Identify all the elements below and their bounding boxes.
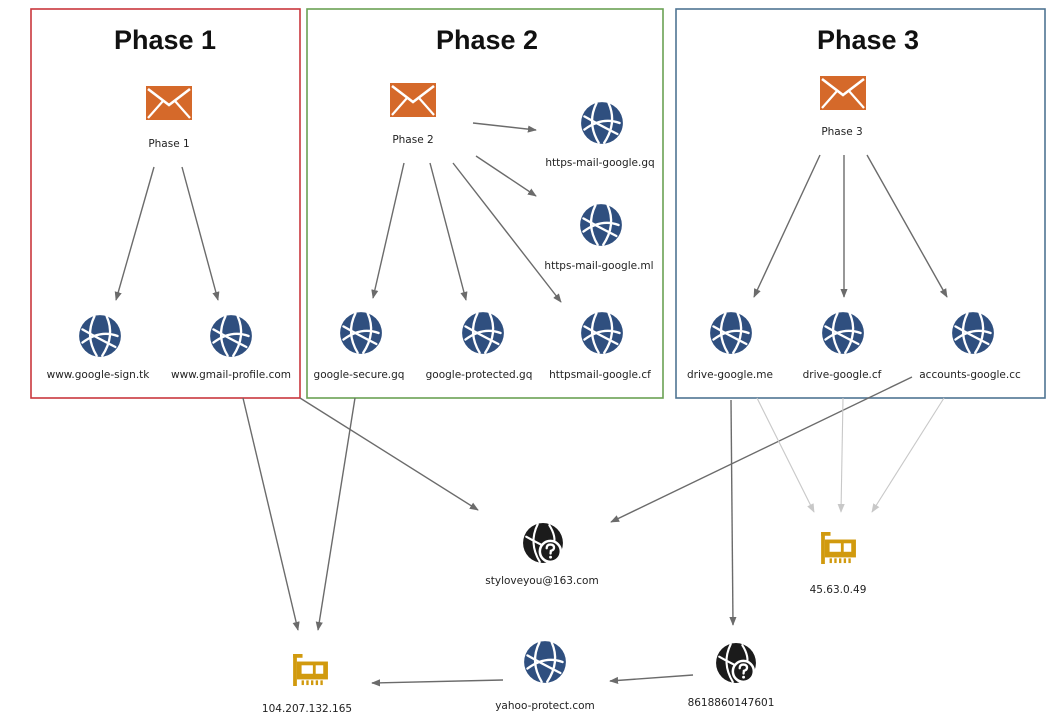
globe-icon bbox=[580, 311, 624, 355]
node-label: www.google-sign.tk bbox=[47, 369, 151, 381]
edge-d_accounts_cc-to-ip_45 bbox=[871, 397, 945, 513]
edge-d_drive_cf-to-ip_45 bbox=[837, 397, 845, 513]
globe-icon bbox=[821, 311, 865, 355]
node-google-secure-gq[interactable]: google-secure.gq bbox=[314, 311, 405, 381]
node-label: drive-google.cf bbox=[803, 369, 882, 381]
node-8618860147601[interactable]: 8618860147601 bbox=[688, 642, 775, 709]
node-label: styloveyou@163.com bbox=[485, 575, 598, 587]
phase-1-title: Phase 1 bbox=[114, 25, 216, 55]
edge-d_drive_me-to-reg_phone bbox=[729, 399, 737, 626]
node-styloveyou-163-com[interactable]: styloveyou@163.com bbox=[485, 522, 599, 587]
node-label: Phase 2 bbox=[392, 134, 433, 146]
edge-d_google_secure-to-ip_104 bbox=[315, 397, 356, 631]
node-google-protected-gq[interactable]: google-protected.gq bbox=[426, 311, 533, 381]
edge-email3-to-d_accounts_cc bbox=[866, 154, 948, 298]
node-accounts-google-cc[interactable]: accounts-google.cc bbox=[919, 311, 1021, 381]
node-email-phase-2[interactable]: Phase 2 bbox=[390, 83, 436, 146]
node-label: yahoo-protect.com bbox=[495, 700, 595, 712]
email-icon bbox=[146, 86, 192, 120]
ip-address-icon bbox=[293, 654, 328, 686]
edge-email3-to-d_drive_me bbox=[753, 154, 821, 298]
email-icon bbox=[820, 76, 866, 110]
node-email-phase-1[interactable]: Phase 1 bbox=[146, 86, 192, 150]
phase-3-box bbox=[675, 8, 1046, 399]
globe-icon bbox=[709, 311, 753, 355]
node-label: https-mail-google.gq bbox=[545, 157, 654, 169]
node-label: 104.207.132.165 bbox=[262, 703, 352, 715]
edge-d_yahoo-to-ip_104 bbox=[371, 679, 504, 687]
edge-d_gmail_profile-to-ip_104 bbox=[242, 397, 300, 631]
node-label: https-mail-google.ml bbox=[544, 260, 653, 272]
node-label: httpsmail-google.cf bbox=[549, 369, 651, 381]
node-label: www.gmail-profile.com bbox=[171, 369, 291, 381]
node-https-mail-google-ml[interactable]: https-mail-google.ml bbox=[544, 203, 654, 272]
email-icon bbox=[390, 83, 436, 117]
globe-icon bbox=[209, 314, 253, 358]
node-label: 8618860147601 bbox=[688, 697, 775, 709]
edge-email2-to-d_httpsmail_cf bbox=[452, 162, 562, 303]
node-label: google-secure.gq bbox=[314, 369, 405, 381]
node-label: Phase 3 bbox=[821, 126, 862, 138]
node-https-mail-google-gq[interactable]: https-mail-google.gq bbox=[545, 101, 655, 169]
node-label: 45.63.0.49 bbox=[810, 584, 867, 596]
edge-email2-to-d_google_secure bbox=[371, 162, 405, 299]
node-drive-google-me[interactable]: drive-google.me bbox=[687, 311, 773, 381]
node-drive-google-cf[interactable]: drive-google.cf bbox=[803, 311, 882, 381]
globe-icon bbox=[951, 311, 995, 355]
globe-icon bbox=[580, 101, 624, 145]
phase-2-box bbox=[306, 8, 664, 399]
phase-2-title: Phase 2 bbox=[436, 25, 538, 55]
phase-1-box bbox=[30, 8, 301, 399]
globe-icon bbox=[339, 311, 383, 355]
globe-icon bbox=[78, 314, 122, 358]
edge-reg_phone-to-d_yahoo bbox=[609, 674, 694, 685]
globe-icon bbox=[579, 203, 623, 247]
registrant-unknown-icon bbox=[715, 642, 757, 684]
node-yahoo-protect-com[interactable]: yahoo-protect.com bbox=[495, 640, 595, 712]
node-ip-104-207-132-165[interactable]: 104.207.132.165 bbox=[262, 654, 352, 715]
node-label: drive-google.me bbox=[687, 369, 773, 381]
phase-3-title: Phase 3 bbox=[817, 25, 919, 55]
ip-address-icon bbox=[821, 532, 856, 564]
node-label: Phase 1 bbox=[148, 138, 189, 150]
edge-d_accounts_cc-to-reg_email bbox=[610, 376, 913, 523]
node-label: google-protected.gq bbox=[426, 369, 533, 381]
edge-d_gmail_profile-to-reg_email bbox=[299, 397, 479, 511]
node-label: accounts-google.cc bbox=[919, 369, 1021, 381]
node-www-gmail-profile-com[interactable]: www.gmail-profile.com bbox=[171, 314, 291, 381]
node-email-phase-3[interactable]: Phase 3 bbox=[820, 76, 866, 138]
node-www-google-sign-tk[interactable]: www.google-sign.tk bbox=[47, 314, 151, 381]
globe-icon bbox=[461, 311, 505, 355]
globe-icon bbox=[523, 640, 567, 684]
node-httpsmail-google-cf[interactable]: httpsmail-google.cf bbox=[549, 311, 651, 381]
registrant-unknown-icon bbox=[522, 522, 564, 564]
edge-email1-to-d_google_sign bbox=[114, 166, 155, 301]
node-ip-45-63-0-49[interactable]: 45.63.0.49 bbox=[810, 532, 867, 596]
edge-d_drive_me-to-ip_45 bbox=[756, 397, 815, 513]
edge-email2-to-d_https_mail_ml bbox=[475, 155, 537, 197]
edge-email2-to-d_google_protected bbox=[429, 162, 468, 301]
edge-email1-to-d_gmail_profile bbox=[181, 166, 220, 301]
edge-email2-to-d_https_mail_gq bbox=[472, 122, 537, 133]
